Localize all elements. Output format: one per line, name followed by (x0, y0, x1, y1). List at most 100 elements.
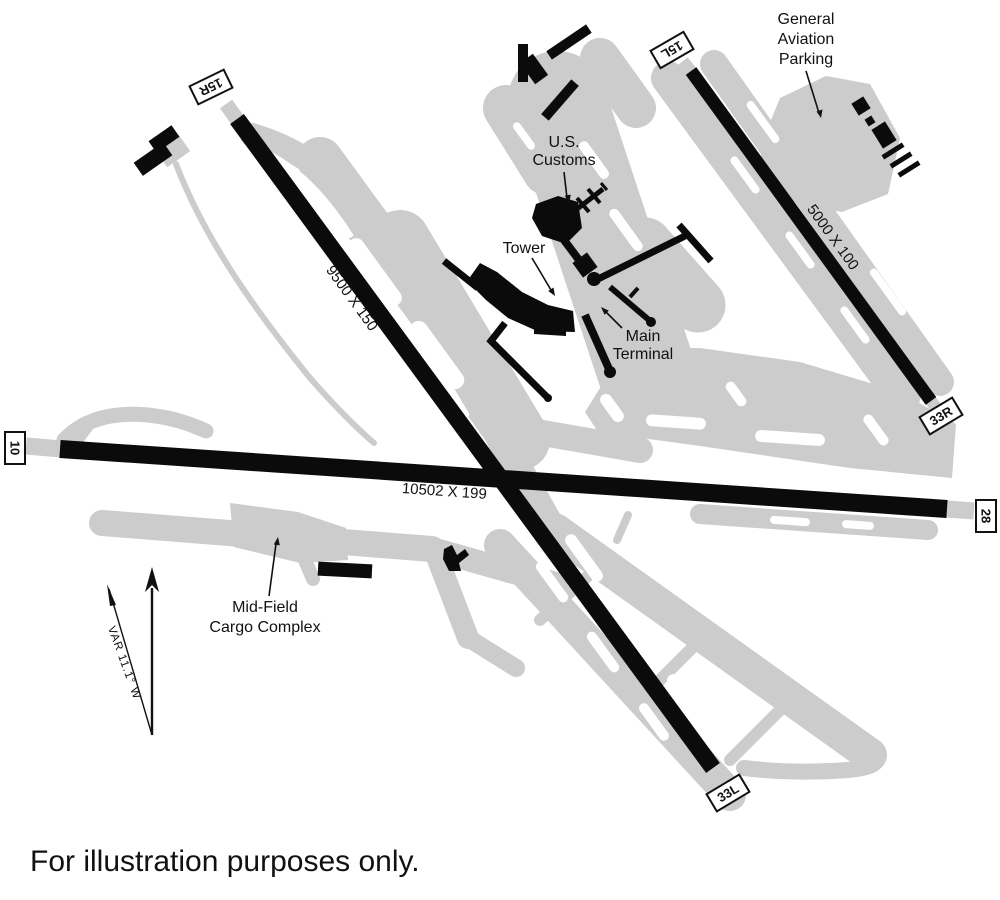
runway-end-number: 28 (979, 509, 994, 523)
runway-end-labels: 15R 33L 15L 33R 10 28 (4, 30, 997, 813)
runway-10-28 (59, 440, 948, 518)
runway-15r-33l (230, 113, 720, 774)
building (133, 142, 173, 176)
island (840, 306, 870, 344)
stub-28 (946, 500, 975, 520)
annotation-arrow (531, 257, 552, 291)
island (616, 604, 654, 652)
main-terminal-building (470, 263, 575, 332)
stub-15r (219, 99, 246, 127)
island (348, 238, 402, 306)
mid-right-apron (585, 348, 956, 478)
runways (59, 67, 948, 774)
runway-label-15r: 15R (188, 68, 234, 106)
concourse-arm-se-tick (628, 286, 640, 299)
annotation-arrowhead (548, 287, 555, 296)
ga-parking-annotation: General Aviation Parking (778, 11, 834, 118)
island (512, 122, 536, 150)
taxiway-low-join (467, 409, 653, 463)
concourse-pier-sw-end (544, 394, 552, 402)
island (746, 101, 780, 143)
magnetic-north-line (108, 588, 153, 736)
annotation-arrowhead (273, 537, 280, 546)
cargo-building (317, 561, 373, 579)
cargo-apron (230, 503, 348, 563)
terminal-apron-main (508, 51, 701, 437)
island (544, 339, 572, 373)
annotation-arrowhead (601, 307, 609, 315)
island (785, 231, 815, 269)
taxiway-left-loop (56, 406, 214, 448)
terminal-bottom-nub (534, 326, 566, 336)
ga-building (871, 121, 897, 149)
island (579, 141, 609, 179)
island (863, 414, 889, 446)
island (586, 631, 620, 673)
customs-pier-crossbar (586, 187, 602, 205)
taxiway-spur-mid (613, 511, 632, 544)
small-building (443, 545, 469, 571)
annotation-text: Tower (503, 240, 546, 257)
annotation-text: Main (626, 328, 661, 345)
annotation-arrowhead (564, 194, 571, 204)
annotation-text: Terminal (613, 346, 673, 363)
runway-label-28: 28 (975, 499, 997, 533)
stub-15l (678, 57, 696, 75)
annotation-text: Parking (779, 51, 833, 68)
taxiway-wishbone-b (459, 629, 525, 677)
island (347, 360, 369, 386)
terminal-apron-top (580, 38, 656, 128)
concourse-pier-sw (486, 320, 550, 400)
island (730, 156, 760, 194)
ga-hangar-row (889, 151, 913, 169)
terminal-neck (560, 237, 583, 263)
island (535, 561, 569, 603)
taxiway-15l-west-band (651, 61, 920, 415)
cargo-annotation: Mid-Field Cargo Complex (209, 537, 321, 636)
island (609, 208, 643, 252)
ga-hangar-row (897, 160, 921, 178)
annotation-arrow (268, 543, 277, 597)
island (600, 393, 624, 423)
island (565, 534, 603, 582)
main-terminal-annotation: Main Terminal (601, 307, 673, 363)
runway-label-box (188, 68, 234, 106)
annotation-text: Mid-Field (232, 599, 298, 616)
island (409, 320, 465, 390)
taxiway-15l-east-band (700, 50, 954, 396)
island (869, 268, 907, 316)
concourse-arm-se (608, 284, 651, 323)
concourse-arm-south-end (604, 366, 616, 378)
runway-label-box (705, 773, 751, 813)
island (755, 429, 825, 447)
concourse-arm-se-end (646, 317, 656, 327)
taxiway-wishbone-a (423, 538, 479, 649)
building (519, 53, 549, 85)
ga-hangar-row (881, 142, 905, 160)
runway-label-box (975, 499, 997, 533)
annotation-text: U.S. (548, 134, 579, 151)
annotations: General Aviation Parking U.S. Customs To… (209, 11, 834, 636)
runway-label-box (4, 431, 26, 465)
annotation-arrow (563, 171, 568, 199)
runway-dimension: 10502 X 199 (401, 480, 487, 503)
true-north-arrowhead (145, 567, 159, 592)
terminal-west-arm (441, 258, 481, 291)
caption-text: For illustration purposes only. (30, 845, 420, 878)
island (842, 520, 874, 530)
customs-pier (566, 187, 605, 218)
stub-33l (707, 763, 728, 785)
island (725, 381, 747, 407)
runway-label-box (918, 396, 964, 436)
island (770, 515, 810, 527)
taxiway-28-south (690, 504, 938, 540)
stub-10 (25, 437, 63, 458)
ga-building (851, 96, 871, 116)
runway-15l-33r (685, 67, 937, 405)
building (546, 24, 592, 60)
annotation-text: Customs (532, 152, 595, 169)
magnetic-north-arrowhead (107, 584, 116, 606)
building (541, 79, 579, 121)
